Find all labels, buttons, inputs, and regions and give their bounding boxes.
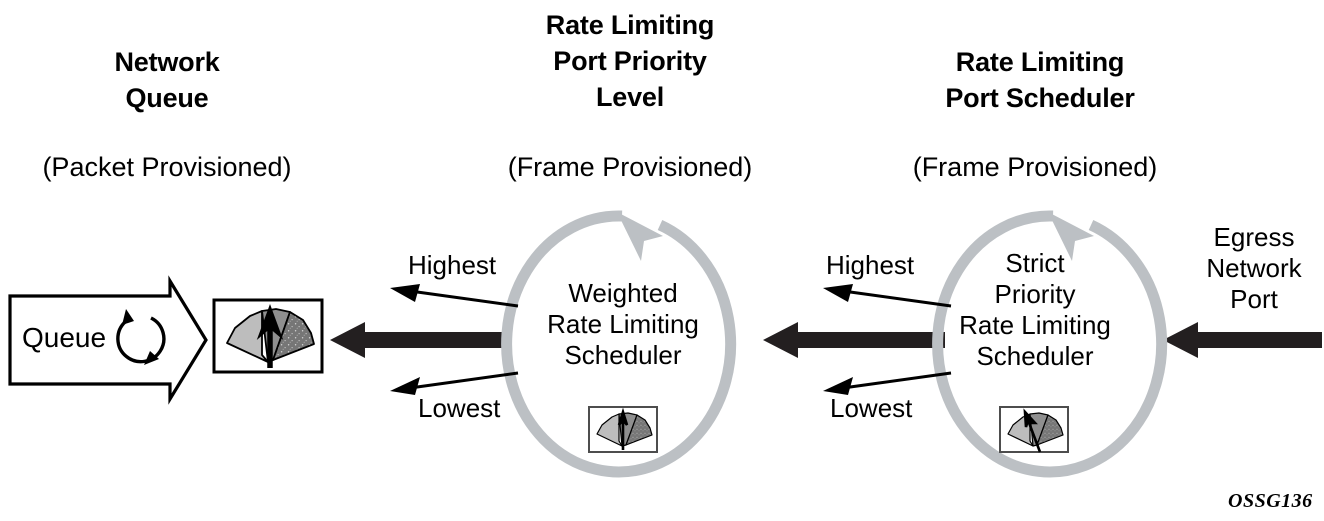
queue-cycle-icon — [116, 309, 166, 365]
figure-id-watermark: OSSG136 — [1228, 490, 1313, 512]
flow-arrow-to-weighted-scheduler — [763, 322, 945, 358]
flow-arrow-from-egress-port — [1163, 322, 1322, 358]
weighted-highest-arrow — [390, 284, 519, 308]
column-title-network-queue: Network Queue — [114, 47, 220, 113]
egress-network-port-label: Egress Network Port — [1206, 222, 1302, 314]
weighted-highest-label: Highest — [408, 250, 497, 280]
column-subtitle-port-scheduler: (Frame Provisioned) — [912, 152, 1158, 182]
column-subtitle-network-queue: (Packet Provisioned) — [42, 152, 292, 182]
strict-scheduler-ring — [932, 210, 1168, 478]
weighted-scheduler-ring — [501, 210, 737, 478]
strict-lowest-arrow — [823, 371, 952, 395]
network-queue-gauge — [212, 298, 324, 374]
column-subtitle-port-priority-level: (Frame Provisioned) — [507, 152, 753, 182]
flow-arrow-to-queue — [330, 322, 512, 358]
column-title-port-scheduler: Rate Limiting Port Scheduler — [945, 47, 1135, 113]
weighted-scheduler-gauge — [588, 406, 658, 453]
weighted-lowest-label: Lowest — [418, 393, 501, 423]
weighted-scheduler-label: Weighted Rate Limiting Scheduler — [547, 278, 699, 370]
strict-lowest-label: Lowest — [830, 393, 913, 423]
strict-highest-arrow — [823, 284, 952, 308]
strict-scheduler-label: Strict Priority Rate Limiting Scheduler — [959, 248, 1111, 371]
weighted-lowest-arrow — [390, 371, 519, 395]
strict-highest-label: Highest — [826, 250, 915, 280]
network-queue-shape — [8, 275, 208, 405]
column-title-port-priority-level: Rate Limiting Port Priority Level — [545, 10, 715, 112]
strict-scheduler-gauge — [999, 406, 1069, 453]
queue-label: Queue — [22, 322, 107, 353]
